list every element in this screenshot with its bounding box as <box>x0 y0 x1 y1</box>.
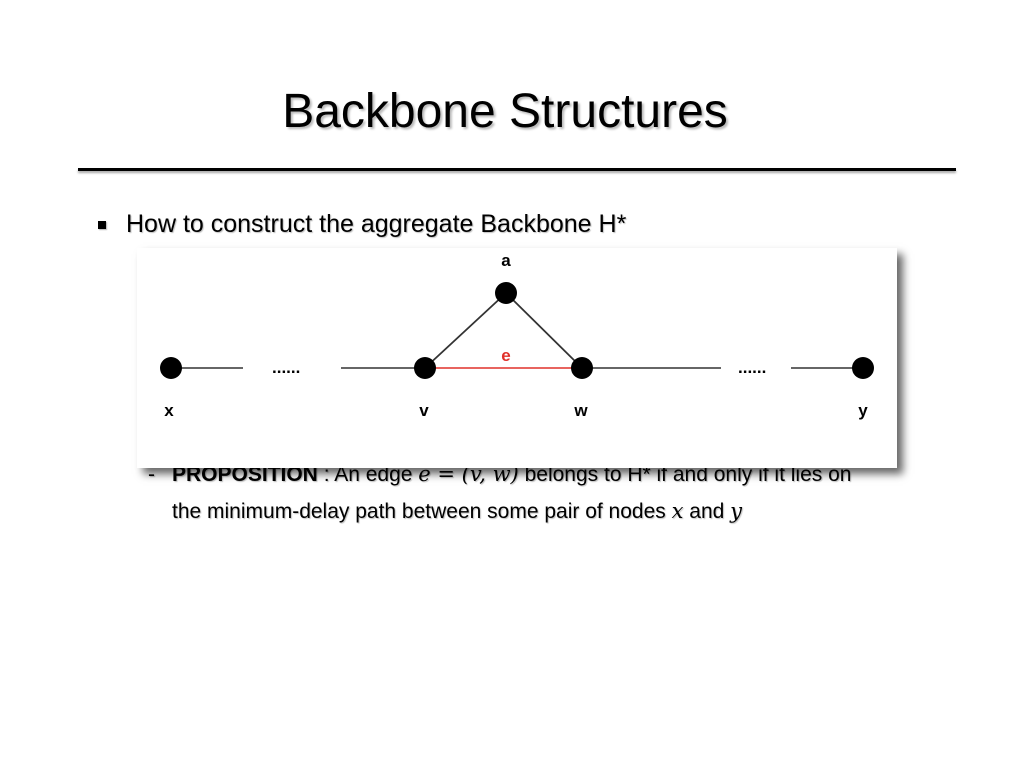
node-label-a: a <box>501 251 511 270</box>
dots-left: ...... <box>272 358 300 377</box>
title-divider <box>78 168 956 171</box>
slide-title: Backbone Structures <box>282 85 728 138</box>
node-label-w: w <box>573 401 588 420</box>
proposition-text-a: : An edge <box>317 463 419 486</box>
node-label-x: x <box>164 401 174 420</box>
node-label-y: y <box>858 401 868 420</box>
square-bullet-icon <box>98 220 106 229</box>
backbone-figure: ...... ...... a x v w y e <box>137 248 897 468</box>
proposition-text-line2: the minimum-delay path between some pair… <box>172 500 672 523</box>
node-y <box>852 357 874 379</box>
edge-v-a <box>424 292 507 369</box>
backbone-graph: ...... ...... a x v w y e <box>160 251 874 420</box>
node-label-v: v <box>419 401 429 420</box>
bullet-item: How to construct the aggregate Backbone … <box>98 210 626 239</box>
proposition-sub-bullet: -PROPOSITION : An edge e = (v, w) belong… <box>148 456 948 530</box>
proposition-line2: the minimum-delay path between some pair… <box>148 493 948 530</box>
proposition-text-b: belongs to H* if and only if it lies on <box>518 463 852 486</box>
node-x <box>160 357 182 379</box>
math-x: x <box>671 499 684 523</box>
sub-bullet-dash: - <box>148 463 155 486</box>
bullet-text: How to construct the aggregate Backbone … <box>126 210 627 238</box>
dots-right: ...... <box>738 358 766 377</box>
node-a <box>495 282 517 304</box>
node-w <box>571 357 593 379</box>
node-v <box>414 357 436 379</box>
math-y: y <box>730 499 743 523</box>
proposition-label: PROPOSITION <box>172 463 318 486</box>
proposition-text-and: and <box>683 500 731 523</box>
edge-label-e: e <box>501 346 510 365</box>
edge-a-w <box>505 292 583 369</box>
